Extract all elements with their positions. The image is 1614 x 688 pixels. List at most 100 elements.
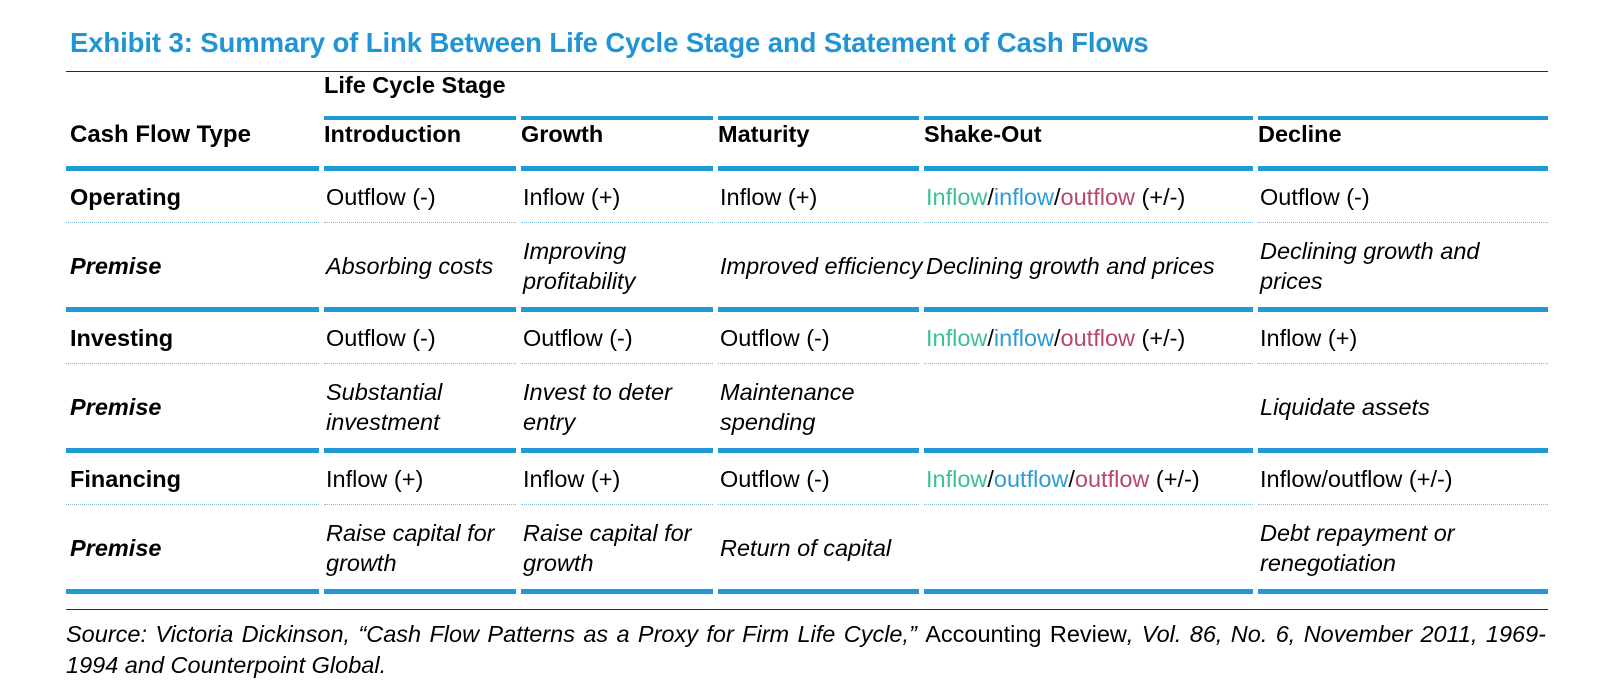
table-cell: Inflow (+): [1260, 324, 1358, 351]
row-separator-dotted: [66, 221, 1549, 227]
table-cell: Inflow/inflow/outflow (+/-): [924, 315, 1258, 363]
table-cell: [924, 368, 1258, 448]
separator-segment: [1258, 221, 1549, 227]
cell-token: Inflow: [926, 465, 988, 492]
table-cell: Maintenance spending: [720, 379, 855, 435]
separator-segment: [924, 221, 1258, 227]
separator-segment: [66, 221, 324, 227]
separator-segment: [1258, 362, 1549, 368]
column-header-introduction: Introduction: [324, 120, 462, 147]
column-header-growth: Growth: [521, 120, 604, 147]
span-header-row: Life Cycle Stage: [66, 72, 1548, 116]
separator-segment: [66, 447, 324, 456]
table-cell: Inflow/outflow (+/-): [1260, 465, 1453, 492]
cell-token: outflow: [1060, 324, 1136, 351]
row-label: Operating: [70, 183, 181, 210]
rule-segment-introduction: [324, 115, 521, 121]
rule-segment-growth: [521, 115, 718, 121]
row-separator-dotted: [66, 503, 1549, 509]
separator-segment: [1258, 503, 1549, 509]
separator-segment: [1258, 165, 1549, 174]
separator-segment: [521, 362, 718, 368]
row-label: Premise: [70, 534, 162, 561]
separator-segment: [66, 588, 324, 597]
table-cell: Outflow (-): [720, 465, 830, 492]
separator-segment: [324, 221, 521, 227]
rule-segment-decline: [1258, 115, 1549, 121]
rule-segment-maturity: [718, 115, 924, 121]
source-tail: , Vol. 86, No. 6, November 2011, 1969-19…: [66, 620, 1546, 679]
table-body: Life Cycle Stage Cash Flow Type Introduc…: [66, 72, 1549, 597]
separator-segment: [521, 503, 718, 509]
separator-segment: [324, 503, 521, 509]
column-header-decline: Decline: [1258, 120, 1342, 147]
row-separator-thick: [66, 588, 1549, 597]
source-divider: [66, 608, 1548, 610]
table-cell: Return of capital: [720, 534, 892, 561]
column-header-shake-out: Shake-Out: [924, 120, 1042, 147]
table-cell: Inflow (+): [720, 183, 818, 210]
cash-flow-table: Life Cycle Stage Cash Flow Type Introduc…: [66, 72, 1549, 597]
separator-segment: [521, 306, 718, 315]
table-cell: Improving profitability: [523, 238, 636, 294]
cell-token: /: [987, 324, 994, 351]
separator-segment: [521, 165, 718, 174]
separator-segment: [521, 447, 718, 456]
cell-token: (+/-): [1135, 183, 1186, 210]
table-cell: Raise capital for growth: [523, 520, 692, 576]
table-cell: Outflow (-): [1260, 183, 1370, 210]
life-cycle-stage-header: Life Cycle Stage: [324, 71, 506, 98]
table-cell: Outflow (-): [326, 324, 436, 351]
separator-segment: [1258, 588, 1549, 597]
cell-token: (+/-): [1149, 465, 1200, 492]
row-separator-thick: [66, 447, 1549, 456]
page-title: Exhibit 3: Summary of Link Between Life …: [70, 27, 1149, 58]
separator-segment: [324, 362, 521, 368]
row-separator-thick: [66, 165, 1549, 174]
separator-segment: [718, 165, 924, 174]
row-label: Premise: [70, 393, 162, 420]
separator-segment: [718, 447, 924, 456]
separator-segment: [924, 588, 1258, 597]
table-cell: Declining growth and prices: [926, 252, 1215, 279]
column-header-row: Cash Flow Type Introduction Growth Matur…: [66, 121, 1548, 166]
span-header-rule-row: [66, 115, 1549, 121]
cell-token: outflow: [1060, 183, 1136, 210]
separator-segment: [718, 588, 924, 597]
separator-segment: [324, 588, 521, 597]
cell-token: /: [1054, 183, 1061, 210]
separator-segment: [324, 306, 521, 315]
source-lead: Source: Victoria Dickinson, “Cash Flow P…: [66, 620, 926, 647]
row-label: Premise: [70, 252, 162, 279]
separator-segment: [718, 362, 924, 368]
cell-token: (+/-): [1135, 324, 1186, 351]
rule-segment-shake-out: [924, 115, 1258, 121]
separator-segment: [924, 306, 1258, 315]
row-separator-dotted: [66, 362, 1549, 368]
source-journal: Accounting Review: [925, 620, 1127, 647]
cell-token: Inflow: [926, 324, 988, 351]
column-header-maturity: Maturity: [718, 120, 810, 147]
separator-segment: [718, 306, 924, 315]
separator-segment: [66, 306, 324, 315]
table-cell: Outflow (-): [720, 324, 830, 351]
cell-token: outflow: [993, 465, 1069, 492]
cell-token: /: [1068, 465, 1075, 492]
separator-segment: [66, 165, 324, 174]
separator-segment: [521, 221, 718, 227]
table-cell: Inflow (+): [326, 465, 424, 492]
table-cell: Improved efficiency: [720, 252, 923, 279]
separator-segment: [718, 221, 924, 227]
table-cell: Inflow/inflow/outflow (+/-): [924, 174, 1258, 222]
title-divider: [66, 70, 1548, 72]
row-separator-thick: [66, 306, 1549, 315]
cell-token: inflow: [993, 324, 1055, 351]
separator-segment: [66, 503, 324, 509]
cell-token: inflow: [993, 183, 1055, 210]
